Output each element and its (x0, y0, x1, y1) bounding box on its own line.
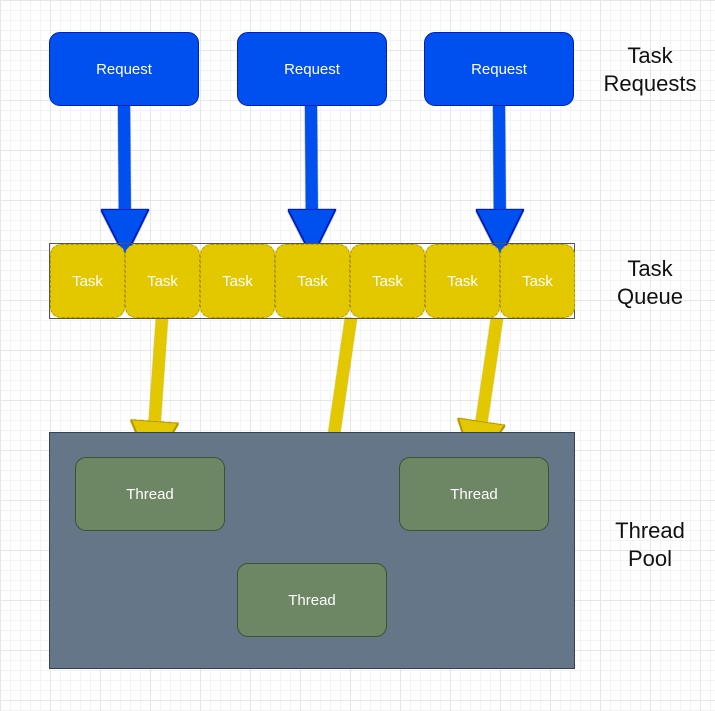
label-task-requests-line1: Task (627, 43, 673, 68)
label-task-requests-line2: Requests (603, 71, 697, 96)
request-box-3[interactable]: Request (424, 32, 574, 106)
task-box-4[interactable]: Task (275, 244, 350, 318)
thread-box-3[interactable]: Thread (237, 563, 387, 637)
label-task-requests: Task Requests (585, 42, 715, 98)
request-arrow-1 (124, 105, 125, 233)
label-thread-pool: Thread Pool (585, 517, 715, 573)
request-box-2[interactable]: Request (237, 32, 387, 106)
request-box-1[interactable]: Request (49, 32, 199, 106)
thread-box-1[interactable]: Thread (75, 457, 225, 531)
task-box-7[interactable]: Task (500, 244, 575, 318)
task-box-6[interactable]: Task (425, 244, 500, 318)
task-arrow-3 (478, 317, 497, 445)
thread-box-2[interactable]: Thread (399, 457, 549, 531)
label-thread-pool-line1: Thread (615, 518, 685, 543)
label-task-queue-line1: Task (627, 256, 673, 281)
label-thread-pool-line2: Pool (627, 546, 673, 571)
task-box-1[interactable]: Task (50, 244, 125, 318)
task-box-3[interactable]: Task (200, 244, 275, 318)
label-task-queue-line2: Queue (616, 284, 684, 309)
request-arrow-3 (499, 105, 500, 233)
label-task-queue: Task Queue (585, 255, 715, 311)
request-arrow-2 (311, 105, 312, 233)
task-box-5[interactable]: Task (350, 244, 425, 318)
task-box-2[interactable]: Task (125, 244, 200, 318)
task-arrow-1 (153, 317, 162, 445)
